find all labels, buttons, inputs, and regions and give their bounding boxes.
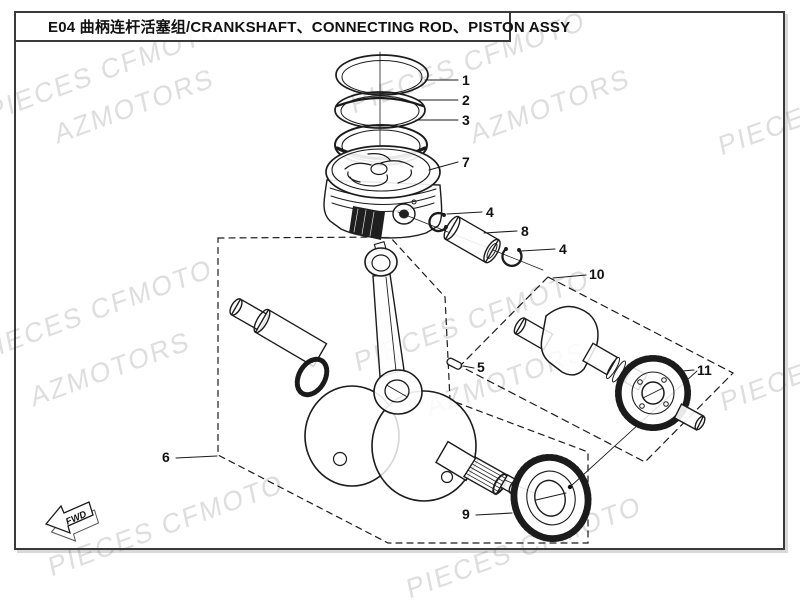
woodruff-key <box>446 357 463 370</box>
callout-5: 5 <box>477 359 485 375</box>
connecting-rod <box>364 241 423 415</box>
callout-9: 9 <box>462 506 470 522</box>
fwd-arrow <box>44 501 94 535</box>
callout-10: 10 <box>589 266 605 282</box>
leader-lines <box>175 79 695 516</box>
crank-web-right <box>371 390 477 502</box>
balance-shaft-group-box <box>459 276 734 463</box>
piston <box>323 145 443 240</box>
crank-gear <box>510 453 592 543</box>
callout-1: 1 <box>462 72 470 88</box>
circlip-right <box>501 247 523 268</box>
crank-sprocket <box>294 356 330 398</box>
page-title: E04 曲柄连杆活塞组/CRANKSHAFT、CONNECTING ROD、PI… <box>48 19 571 36</box>
piston-skirt-window <box>349 206 385 240</box>
callout-4a: 4 <box>486 204 494 220</box>
piston-crown-swirl <box>344 153 414 187</box>
callout-8: 8 <box>521 223 529 239</box>
callout-6: 6 <box>162 449 170 465</box>
title-box: E04 曲柄连杆活塞组/CRANKSHAFT、CONNECTING ROD、PI… <box>14 11 570 42</box>
piston-pin <box>443 215 501 264</box>
callout-11: 11 <box>697 362 712 378</box>
crankshaft-group-box <box>217 236 589 544</box>
piston-ring-1 <box>335 54 429 96</box>
callout-3: 3 <box>462 112 470 128</box>
exploded-view-drawing: 1 2 3 7 4 8 4 10 5 11 6 9 FWD <box>44 51 734 544</box>
callout-4b: 4 <box>559 241 567 257</box>
crankshaft <box>229 241 537 502</box>
balance-counterweight <box>540 305 599 376</box>
callout-2: 2 <box>462 92 470 108</box>
balance-gear <box>615 355 691 431</box>
fwd-marker: FWD <box>44 501 100 542</box>
callout-7: 7 <box>462 154 470 170</box>
parts-diagram-page: PIECES CFMOTO AZMOTORS PIECES CFMOTO AZM… <box>0 5 800 605</box>
balance-shaft-tip <box>673 403 706 431</box>
